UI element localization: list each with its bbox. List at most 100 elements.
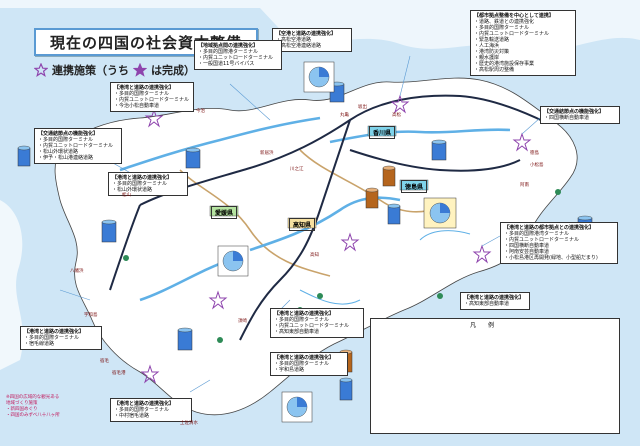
expressway [239, 119, 351, 341]
pref-label-kochi: 高知県 [289, 218, 316, 231]
callout-box: 【港湾と道路の連携強化】 ・多目的国際ターミナル ・宿毛線道路 [20, 326, 102, 350]
callout-line: ・小松島港区再開発(緑地、小型船だまり) [504, 255, 598, 261]
cylinder-icon [387, 203, 401, 225]
callout-line: ・多目的国際ターミナル [114, 407, 170, 413]
callout-line: ・内貿ユニットロードターミナル [274, 323, 350, 329]
callout-box: 【都市拠点整備を中心として連携】 ・道路、鉄道との連携強化 ・多目的国際ターミナ… [470, 10, 576, 76]
green-dot-icon [217, 337, 223, 343]
pie-chart-icon [217, 245, 249, 277]
cylinder-icon [101, 219, 117, 243]
note-line: 地域づくり施策 [6, 401, 38, 406]
callout-line: ・人工海浜 [474, 43, 500, 49]
callout-heading: 【港湾と道路の連携強化】 [274, 355, 335, 361]
star-icon [140, 364, 160, 384]
callout-line: ・多目的国際ターミナル [24, 335, 80, 341]
callout-line: ・高知東部自動車道 [274, 329, 320, 335]
pref-label-tokushima: 徳島県 [401, 180, 428, 193]
callout-line: ・内貿ユニットロードターミナル [474, 31, 550, 37]
leader-line [189, 379, 211, 393]
city-label: 徳島 [530, 151, 539, 156]
star-icon [390, 94, 410, 114]
cylinder-icon [365, 187, 379, 209]
callout-box: 【港湾と道路の連携強化】 ・多目的国際ターミナル ・内貿ユニットロードターミナル… [270, 308, 364, 338]
callout-box: 【港湾と道路の連携強化】 ・多目的国際ターミナル ・内貿ユニットロードターミナル… [110, 82, 194, 112]
green-dot-icon [555, 189, 561, 195]
callout-line: ・道路、鉄道との連携強化 [474, 19, 534, 25]
star-icon [340, 232, 360, 252]
note-heading: ※四国の広域的な観光ある [6, 395, 60, 400]
cylinder-icon [339, 377, 353, 401]
kyushu-coast [0, 200, 23, 370]
callout-heading: 【港湾と道路の連携強化】 [114, 401, 175, 407]
cylinder-icon [17, 145, 31, 167]
callout-line: ・四国横断自動車道 [544, 115, 590, 121]
star-icon [512, 132, 532, 152]
leader-line [481, 235, 501, 247]
cylinder-icon [185, 147, 201, 169]
leader-line [59, 289, 91, 301]
note-line: ・四国のみずべ八十八ヶ所 [6, 413, 60, 418]
callout-line: ・多目的国際ターミナル [112, 181, 168, 187]
callout-line: ・高松駅周辺整備 [474, 67, 515, 73]
callout-heading: 【交通結節点の機能強化】 [544, 109, 605, 115]
city-label: 小松島 [530, 163, 544, 168]
cylinder-icon [431, 139, 447, 161]
callout-box: 【交通結節点の機能強化】 ・多目的国際ターミナル ・内貿ユニットロードターミナル… [34, 128, 122, 164]
city-label: 阿南 [520, 183, 529, 188]
leader-line [521, 117, 541, 135]
callout-box: 【空港と道路の連携強化】 ・高松空港道路 ・高松空港連絡道路 [272, 28, 352, 52]
pref-label-ehime: 愛媛県 [211, 206, 238, 219]
pref-label-kagawa: 香川県 [369, 126, 396, 139]
callout-heading: 【交通結節点の機能強化】 [38, 131, 99, 137]
mountain-road [179, 169, 331, 277]
note-line: ・新四国めぐり [6, 407, 38, 412]
national-road [329, 128, 511, 144]
callout-line: ・伊予・松山港連絡道路 [38, 155, 94, 161]
callout-heading: 【港湾と道路の連携強化】 [24, 329, 85, 335]
callout-line: ・高松空港道路 [276, 37, 312, 43]
callout-line: ・宇和島道路 [274, 367, 305, 373]
callout-heading: 【空港と道路の連携強化】 [276, 31, 337, 37]
city-label: 八幡浜 [70, 269, 84, 274]
callout-line: ・多目的国際ターミナル [114, 91, 170, 97]
callout-line: ・港湾防災対策 [474, 49, 510, 55]
filled-star-icon [133, 63, 147, 77]
city-label: 土佐清水 [180, 421, 198, 426]
city-label: 宿毛 [100, 359, 109, 364]
city-label: 川之江 [290, 167, 304, 172]
callout-line: ・多目的国際ターミナル [474, 25, 530, 31]
minor-road [419, 230, 471, 241]
outline-star-icon [34, 63, 48, 77]
cylinder-icon [382, 165, 396, 187]
callout-line: ・四国横断自動車道 [504, 243, 550, 249]
city-label: 新居浜 [260, 151, 274, 156]
city-label: 宿毛港 [112, 371, 126, 376]
green-dot-icon [123, 255, 129, 261]
callout-line: ・今治小松自動車道 [114, 103, 160, 109]
callout-line: ・多目的国際ターミナル [274, 361, 330, 367]
callout-box: 【港湾と道路の連携強化】 ・多目的国際ターミナル ・中村宿毛道路 [110, 398, 192, 422]
callout-line: ・松山外環状道路 [112, 187, 153, 193]
callout-line: ・緊急輸送道路 [474, 37, 510, 43]
green-dot-icon [437, 293, 443, 299]
star-icon [144, 108, 164, 128]
expressway [109, 204, 141, 291]
callout-heading: 【港湾と道路の都市拠点との連携強化】 [504, 225, 594, 231]
national-road [249, 196, 401, 252]
city-label: 松山 [122, 193, 131, 198]
callout-box: 【港湾と道路の都市拠点との連携強化】 ・多目的国際港湾ターミナル ・内貿ユニット… [500, 222, 618, 264]
callout-line: ・多目的国際ターミナル [38, 137, 94, 143]
callout-box: 【港湾と道路の連携強化】 ・多目的国際ターミナル ・宇和島道路 [270, 352, 348, 376]
callout-line: ・内貿ユニットロードターミナル [38, 143, 114, 149]
pie-chart-icon [423, 197, 457, 229]
callout-line: ・阿南安芸自動車道 [504, 249, 550, 255]
callout-line: ・高松空港連絡道路 [276, 43, 322, 49]
callout-line: ・内貿ユニットロードターミナル [114, 97, 190, 103]
legend-key-text-2: は完成） [151, 64, 195, 77]
callout-line: ・多目的国際ターミナル [274, 317, 330, 323]
callout-line: ・松山外環状道路 [38, 149, 79, 155]
callout-line: ・内貿ユニットロードターミナル [198, 55, 274, 61]
city-label: 丸亀 [340, 113, 349, 118]
legend-panel [370, 318, 620, 434]
